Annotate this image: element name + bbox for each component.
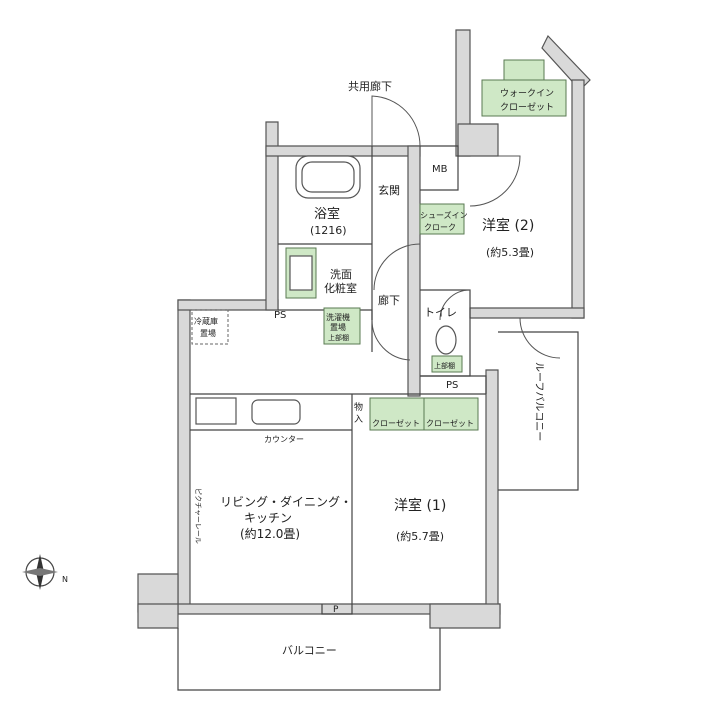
toilet-shelf <box>431 355 463 373</box>
label-western-room-2-size: (約5.3畳) <box>486 245 534 259</box>
room2-right-wall <box>571 79 585 319</box>
balcony-outline <box>177 628 441 691</box>
label-bath-size: (1216) <box>310 224 347 237</box>
interior-lines <box>177 145 579 691</box>
kitchen-stove <box>195 397 237 425</box>
label-shoes-in-2: クローク <box>424 223 456 232</box>
label-western-room-1-size: (約5.7畳) <box>396 529 444 543</box>
label-storage: 物 <box>354 401 363 413</box>
bathtub-inner <box>301 161 355 193</box>
label-fridge-2: 置場 <box>200 328 216 338</box>
label-balcony: バルコニー <box>282 644 337 657</box>
label-shoes-in-1: シューズイン <box>420 210 468 220</box>
room2-bottom-wall <box>469 307 585 319</box>
mb-box <box>420 145 459 191</box>
doors <box>371 95 561 361</box>
fixtures <box>191 155 457 425</box>
left-wall <box>177 299 191 613</box>
label-p: P <box>333 605 339 615</box>
column-bottom-left <box>137 603 179 629</box>
label-washroom-2: 化粧室 <box>324 281 357 295</box>
roof-balcony-door <box>519 317 561 359</box>
roof-balcony-outline <box>498 331 579 491</box>
compass-needle-cross <box>22 568 58 576</box>
label-western-room-1: 洋室 (1) <box>394 497 446 514</box>
label-laundry-2: 置場 <box>330 322 346 332</box>
fridge-space <box>191 309 229 345</box>
top-left-wall <box>177 299 279 311</box>
entrance-wall <box>407 145 421 397</box>
closet-1-left <box>369 397 425 431</box>
entrance-door <box>371 95 421 147</box>
label-common-corridor: 共用廊下 <box>348 79 392 93</box>
label-counter: カウンター <box>264 435 304 444</box>
label-compass-n: N <box>62 575 68 584</box>
label-laundry-3: 上部棚 <box>328 333 349 342</box>
label-ldk-size: (約12.0畳) <box>240 526 300 541</box>
label-closet-2: クローゼット <box>426 418 474 428</box>
label-closet-1: クローゼット <box>372 418 420 428</box>
label-toilet-shelf: 上部棚 <box>434 361 455 370</box>
mb-block <box>457 123 499 157</box>
label-ldk-2: キッチン <box>244 511 292 525</box>
closet-1-right <box>423 397 479 431</box>
p-box <box>321 604 353 615</box>
label-entrance: 玄関 <box>378 183 400 197</box>
toilet-door <box>439 289 471 321</box>
toilet-bowl <box>435 325 457 355</box>
label-storage-2: 入 <box>354 414 363 425</box>
walls <box>137 29 591 629</box>
room2-door <box>469 155 521 207</box>
hall-door <box>373 243 421 291</box>
label-ps-right: PS <box>446 380 458 391</box>
label-ldk-1: リビング・ダイニング・ <box>220 494 352 509</box>
bath-top-wall <box>265 145 421 157</box>
kitchen-sink <box>251 399 301 425</box>
column-bottom-right <box>429 603 501 629</box>
label-picture-rail: ピクチャーレール <box>194 488 202 544</box>
label-roof-balcony: ルーフバルコニー <box>533 362 545 441</box>
laundry-area <box>323 307 361 345</box>
walkin-closet-shelf <box>503 59 545 81</box>
label-walkin-closet-1: ウォークイン <box>500 88 554 99</box>
label-bathroom: 浴室 <box>314 206 340 222</box>
shoes-in-closet <box>419 203 465 235</box>
labels: 共用廊下 ウォークイン クローゼット MB 玄関 浴室 (1216) シューズイ… <box>62 79 554 657</box>
label-western-room-2: 洋室 (2) <box>482 217 534 234</box>
label-laundry-1: 洗濯機 <box>326 312 350 322</box>
label-ps-top: PS <box>274 310 286 321</box>
label-mb: MB <box>432 164 448 175</box>
wash-door <box>371 319 411 361</box>
wash-bottom <box>278 309 373 352</box>
ps-box <box>420 375 487 394</box>
label-hallway: 廊下 <box>378 293 400 307</box>
vanity-sink <box>289 255 313 291</box>
label-toilet: トイレ <box>424 306 457 319</box>
label-walkin-closet-2: クローゼット <box>500 101 554 113</box>
label-washroom-1: 洗面 <box>330 268 352 281</box>
label-fridge-1: 冷蔵庫 <box>194 316 218 326</box>
closets <box>285 59 567 431</box>
right-lower-wall <box>485 369 499 615</box>
compass <box>22 554 58 590</box>
